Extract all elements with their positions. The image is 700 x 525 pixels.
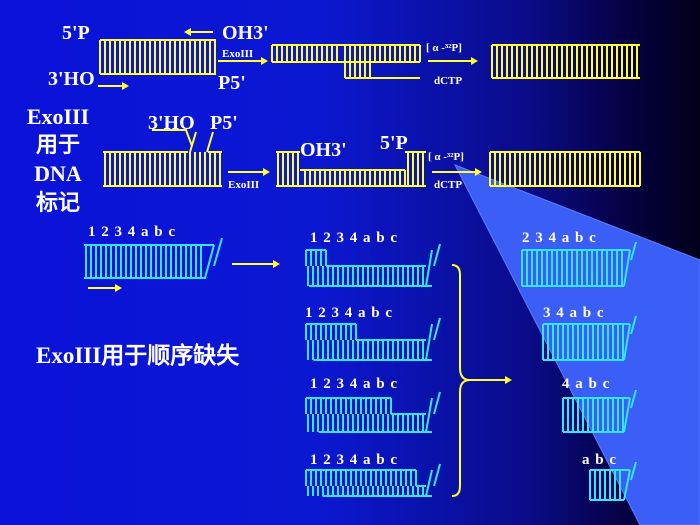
label-exoiii-1: ExoIII [222,48,254,60]
cyan-source-duplex [84,237,223,279]
mid-duplex-3 [489,151,641,187]
result-label-1: 2 3 4 a b c [522,230,596,246]
result-label-2: 3 4 a b c [543,305,604,321]
deletion-title: ExoIII用于顺序缺失 [36,343,240,368]
cyan-bottom-arrow [88,284,122,292]
sequence-label-mid-4: 1 2 3 4 a b c [310,452,397,468]
result-arrow [470,376,512,384]
label-dctp-2: dCTP [434,179,463,191]
bottom-arrow-right-1 [98,82,129,90]
side-title-line-2: 用于 [35,132,80,157]
labeling-arrow-2 [432,168,482,176]
cyan-process-arrow [232,260,280,268]
label-oh3-mid: OH3' [300,139,347,161]
top-duplex-1 [99,39,216,75]
label-5p-top: 5'P [62,22,90,44]
sequence-label-mid-3: 1 2 3 4 a b c [310,376,397,392]
label-3ho-mid: 3'HO [148,112,195,134]
nick-arrow [152,129,193,147]
label-p5-mid: P5' [210,112,238,134]
top-duplex-2 [271,44,421,79]
sequence-label-source: 1 2 3 4 a b c [88,224,175,240]
top-arrow-left [184,28,213,36]
mid-duplex-1 [103,131,222,187]
sequence-label-mid-1: 1 2 3 4 a b c [310,230,397,246]
result-label-4: a b c [582,452,616,468]
curly-brace [451,264,471,497]
exoiii-arrow-2 [228,168,270,176]
side-title-line-4: 标记 [35,190,80,215]
label-alpha-p32-2: [ α -³²P] [428,151,464,163]
label-exoiii-2: ExoIII [228,179,260,191]
labeling-arrow-1 [428,57,478,65]
label-oh3-top: OH3' [222,22,269,44]
cyan-result-duplexes [521,241,637,501]
label-5p-mid-right: 5'P [380,132,408,154]
exoiii-arrow-1 [218,57,268,65]
label-3ho-left: 3'HO [48,68,95,90]
mid-duplex-2 [276,151,426,187]
side-title-line-3: DNA [34,161,82,186]
top-duplex-3 [491,44,640,79]
sequence-label-mid-2: 1 2 3 4 a b c [305,305,392,321]
cyan-intermediate-duplexes [305,243,441,497]
label-dctp-1: dCTP [434,75,463,87]
label-alpha-p32-1: [ α -³²P] [426,42,462,54]
result-label-3: 4 a b c [562,376,610,392]
label-p5-bottom: P5' [218,72,246,94]
side-title-line-1: ExoIII [26,104,90,129]
